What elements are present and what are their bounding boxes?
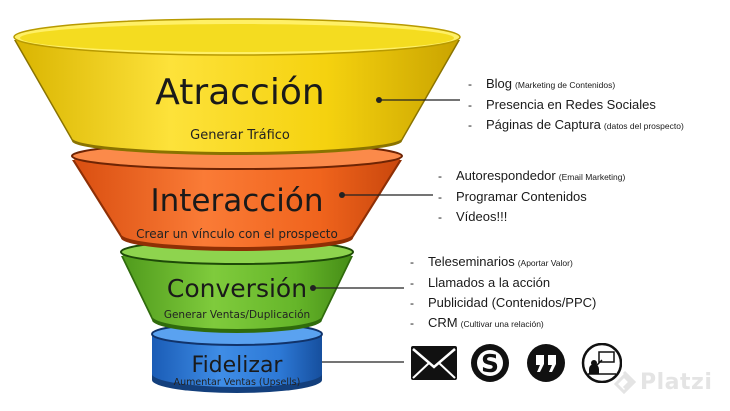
fidelizar-icons: S	[411, 343, 622, 383]
quote-icon	[527, 344, 565, 382]
list-item: -Teleseminarios(Aportar Valor)	[410, 254, 573, 269]
platzi-logo-icon	[613, 370, 636, 395]
conversion-tactics-list: -Teleseminarios(Aportar Valor) -Llamados…	[410, 252, 596, 334]
svg-text:S: S	[481, 349, 499, 378]
list-item: -Blog(Marketing de Contenidos)	[468, 76, 616, 91]
list-item: -Presencia en Redes Sociales	[468, 97, 656, 112]
list-item: -Vídeos!!!	[438, 209, 508, 224]
envelope-icon	[411, 346, 457, 380]
list-item: -Páginas de Captura(datos del prospecto)	[468, 117, 684, 132]
skype-icon: S	[471, 344, 509, 382]
interaccion-tactics-list: -Autorespondedor(Email Marketing) -Progr…	[438, 166, 625, 227]
list-item: -Llamados a la acción	[410, 275, 551, 290]
connector-conversion	[310, 285, 404, 291]
funnel-layer-atraccion	[13, 18, 461, 155]
stage-subtitle-atraccion: Generar Tráfico	[190, 128, 290, 143]
list-item: -Programar Contenidos	[438, 189, 587, 204]
atraccion-tactics-list: -Blog(Marketing de Contenidos) -Presenci…	[468, 74, 684, 136]
stage-subtitle-interaccion: Crear un vínculo con el prospecto	[136, 227, 338, 241]
connector-atraccion	[376, 97, 460, 103]
stage-title-conversion: Conversión	[167, 274, 307, 303]
watermark: Platzi	[640, 370, 713, 395]
presentation-icon	[581, 343, 622, 383]
list-item: -CRM(Cultivar una relación)	[410, 315, 544, 330]
stage-subtitle-conversion: Generar Ventas/Duplicación	[164, 309, 310, 321]
funnel-layer-fidelizar	[151, 322, 323, 393]
stage-subtitle-fidelizar: Aumentar Ventas (Upsells)	[174, 377, 301, 388]
list-item: -Publicidad (Contenidos/PPC)	[410, 295, 597, 310]
connector-interaccion	[339, 192, 433, 198]
stage-title-interaccion: Interacción	[150, 183, 323, 219]
stage-title-fidelizar: Fidelizar	[192, 353, 284, 378]
stage-title-atraccion: Atracción	[155, 72, 324, 113]
list-item: -Autorespondedor(Email Marketing)	[438, 168, 626, 183]
